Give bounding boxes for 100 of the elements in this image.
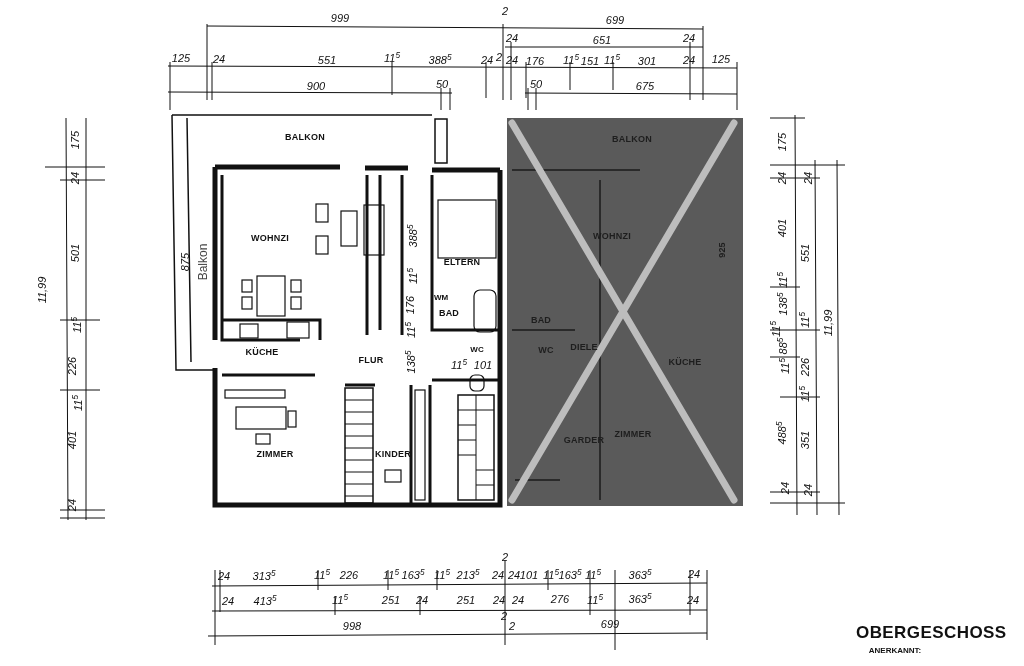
dimension-label: 24 bbox=[69, 171, 81, 185]
room-label: BALKON bbox=[285, 132, 325, 142]
room-label: WOHNZI bbox=[251, 233, 289, 243]
dimension-label: 11$^{5}$ bbox=[384, 52, 400, 64]
dimension-label: 24 bbox=[415, 594, 429, 606]
dimension-label: 900 bbox=[306, 80, 326, 92]
room-label: GARDER bbox=[563, 435, 605, 445]
dimension-label: 176 bbox=[525, 55, 545, 67]
dimension-label: 2 bbox=[501, 5, 509, 17]
dimension-label: 24 bbox=[212, 53, 226, 65]
dimension-label: 24 bbox=[687, 568, 701, 580]
dimension-label: 24 bbox=[682, 32, 696, 44]
dimension-label: 11,99 bbox=[822, 309, 834, 337]
dimension-label: 651 bbox=[592, 34, 612, 46]
note-label: ANERKANNT: bbox=[868, 647, 922, 655]
room-label: DIELE bbox=[570, 342, 598, 352]
dimension-label: 11$^{5}$ bbox=[434, 569, 450, 581]
dimension-label: 251 bbox=[456, 594, 476, 606]
dimension-label: 551 bbox=[799, 243, 811, 263]
dimension-label: 101 bbox=[519, 569, 539, 581]
room-label: ZIMMER bbox=[256, 449, 294, 459]
dimension-label: 276 bbox=[550, 593, 570, 605]
dimension-label: 24 bbox=[776, 171, 788, 185]
dimension-label: 24 bbox=[511, 594, 525, 606]
dimension-label: 351 bbox=[799, 430, 811, 450]
dimension-label: 213$^{5}$ bbox=[456, 569, 480, 581]
dimension-label: 11$^{5}$ bbox=[585, 569, 601, 581]
dimension-label: 11$^{5}$ bbox=[563, 54, 579, 66]
dimension-label: 313$^{5}$ bbox=[252, 570, 276, 582]
dimension-label: 551 bbox=[317, 54, 337, 66]
dimension-label: 401 bbox=[776, 218, 788, 238]
dimension-label: 11$^{5}$ bbox=[587, 594, 603, 606]
room-label: WOHNZI bbox=[593, 231, 631, 241]
dimension-label: 226 bbox=[339, 569, 359, 581]
dimension-label: 163$^{5}$ bbox=[558, 569, 582, 581]
room-label: BAD bbox=[530, 315, 552, 325]
dimension-label: 226 bbox=[66, 356, 78, 376]
room-label: ELTERN bbox=[443, 257, 481, 267]
dimension-label: 363$^{5}$ bbox=[628, 569, 652, 581]
dimension-label: 151 bbox=[580, 55, 600, 67]
title: OBERGESCHOSS bbox=[856, 624, 1007, 641]
dimension-label: 699 bbox=[600, 618, 620, 630]
dimension-label: 875 bbox=[179, 252, 191, 272]
room-label: BALKON bbox=[612, 134, 652, 144]
dimension-label: 226 bbox=[799, 357, 811, 377]
dimension-label: 11$^{5}$ bbox=[383, 569, 399, 581]
dimension-label: 11$^{5}$ bbox=[451, 359, 467, 371]
dimension-label: 301 bbox=[637, 55, 657, 67]
dimension-label: 675 bbox=[635, 80, 655, 92]
dimension-label: 24 bbox=[507, 569, 521, 581]
dimension-label: 125 bbox=[171, 52, 191, 64]
dimension-label: 24 bbox=[480, 54, 494, 66]
dimension-label: 24 bbox=[682, 54, 696, 66]
dimension-label: 24 bbox=[686, 594, 700, 606]
note-label: WC bbox=[470, 346, 484, 354]
dimension-label: 501 bbox=[69, 243, 81, 263]
dimension-label: 2 bbox=[500, 610, 508, 622]
dimension-label: 24 bbox=[802, 171, 814, 185]
dimension-label: 24 bbox=[492, 594, 506, 606]
room-label: FLUR bbox=[358, 355, 384, 365]
dimension-label: 24 bbox=[505, 54, 519, 66]
dimension-label: 50 bbox=[529, 78, 543, 90]
dimension-label: 175 bbox=[776, 132, 788, 152]
dimension-label: 413$^{5}$ bbox=[253, 595, 277, 607]
dimension-label: 24 bbox=[221, 595, 235, 607]
dimension-label: 125 bbox=[711, 53, 731, 65]
dimension-label: 11,99 bbox=[36, 276, 48, 304]
dimension-label: 24 bbox=[779, 481, 791, 495]
room-label: KINDER bbox=[375, 449, 411, 459]
dimension-label: 176 bbox=[404, 295, 416, 315]
dimension-label: 11$^{5}$ bbox=[332, 594, 348, 606]
dimension-label: 2 bbox=[501, 551, 509, 563]
dimension-label: 251 bbox=[381, 594, 401, 606]
dimension-label: 175 bbox=[69, 130, 81, 150]
dimension-label: 24 bbox=[802, 483, 814, 497]
room-label: KÜCHE bbox=[245, 347, 279, 357]
dimension-label: 24 bbox=[491, 569, 505, 581]
room-label: WC bbox=[538, 345, 554, 355]
dimension-label: 11$^{5}$ bbox=[543, 569, 559, 581]
dimension-label: 998 bbox=[342, 620, 362, 632]
dimension-label: 24 bbox=[217, 570, 231, 582]
dimension-label: 363$^{5}$ bbox=[628, 593, 652, 605]
room-label: ZIMMER bbox=[614, 429, 652, 439]
room-label: Balkon bbox=[197, 243, 209, 281]
note-label: WM bbox=[433, 294, 449, 302]
dimension-label: 2 bbox=[495, 51, 503, 63]
room-label: KÜCHE bbox=[668, 357, 702, 367]
dimension-label: 11$^{5}$ bbox=[314, 569, 330, 581]
room-label: 925 bbox=[717, 242, 727, 258]
dimension-label: 2 bbox=[508, 620, 516, 632]
dimension-label: 699 bbox=[605, 14, 625, 26]
dimension-label: 999 bbox=[330, 12, 350, 24]
dimension-label: 11$^{5}$ bbox=[604, 54, 620, 66]
dimension-label: 401 bbox=[66, 430, 78, 450]
dimension-label: 101 bbox=[473, 359, 493, 371]
room-label: BAD bbox=[438, 308, 460, 318]
dimension-label: 50 bbox=[435, 78, 449, 90]
dimension-label: 388$^{5}$ bbox=[428, 54, 452, 66]
dimension-label: 24 bbox=[66, 498, 78, 512]
dimension-label: 163$^{5}$ bbox=[401, 569, 425, 581]
